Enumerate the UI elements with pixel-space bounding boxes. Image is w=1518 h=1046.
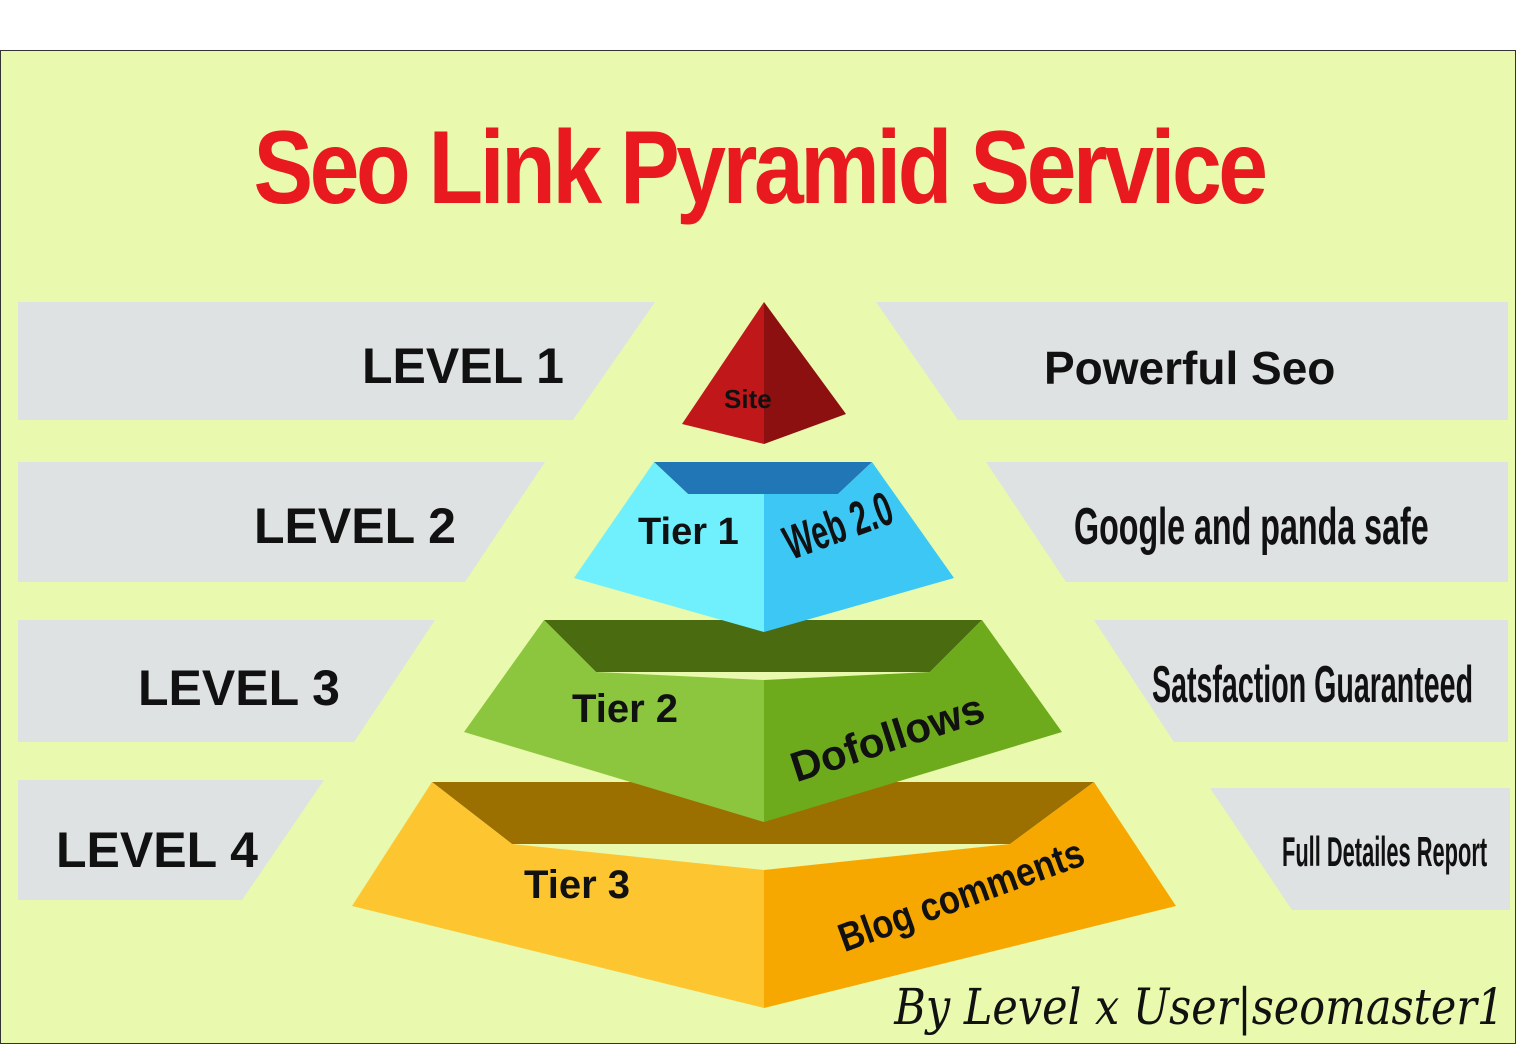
level-3-label: LEVEL 3 [138,660,340,716]
right-band-2 [986,462,1510,584]
right-band-4 [1210,788,1512,912]
right-band-3 [1094,620,1510,744]
feature-3-label: Satsfaction Guaranteed [1152,656,1474,714]
tier-1-label: Tier 1 [638,511,739,553]
level-2-label: LEVEL 2 [254,498,456,554]
feature-4-label: Full Detailes Report [1282,828,1488,875]
level-4-label: LEVEL 4 [56,822,258,878]
left-band-2 [18,462,548,584]
site-label: Site [724,384,772,414]
site-top-layer [682,302,846,444]
feature-1-label: Powerful Seo [1044,342,1336,394]
poster-title: Seo Link Pyramid Service [253,110,1268,226]
right-band-1 [876,302,1510,422]
tier-2-label: Tier 2 [572,687,678,731]
left-band-1 [18,302,658,422]
signature-text: By Level x User|seomaster1 [894,978,1504,1036]
tier-3-label: Tier 3 [524,863,630,907]
left-band-3 [18,620,438,744]
left-band-4 [18,780,328,902]
tier-1-layer [574,462,954,632]
level-1-label: LEVEL 1 [362,338,564,394]
tier-2-layer [464,620,1062,822]
feature-2-label: Google and panda safe [1074,498,1429,556]
